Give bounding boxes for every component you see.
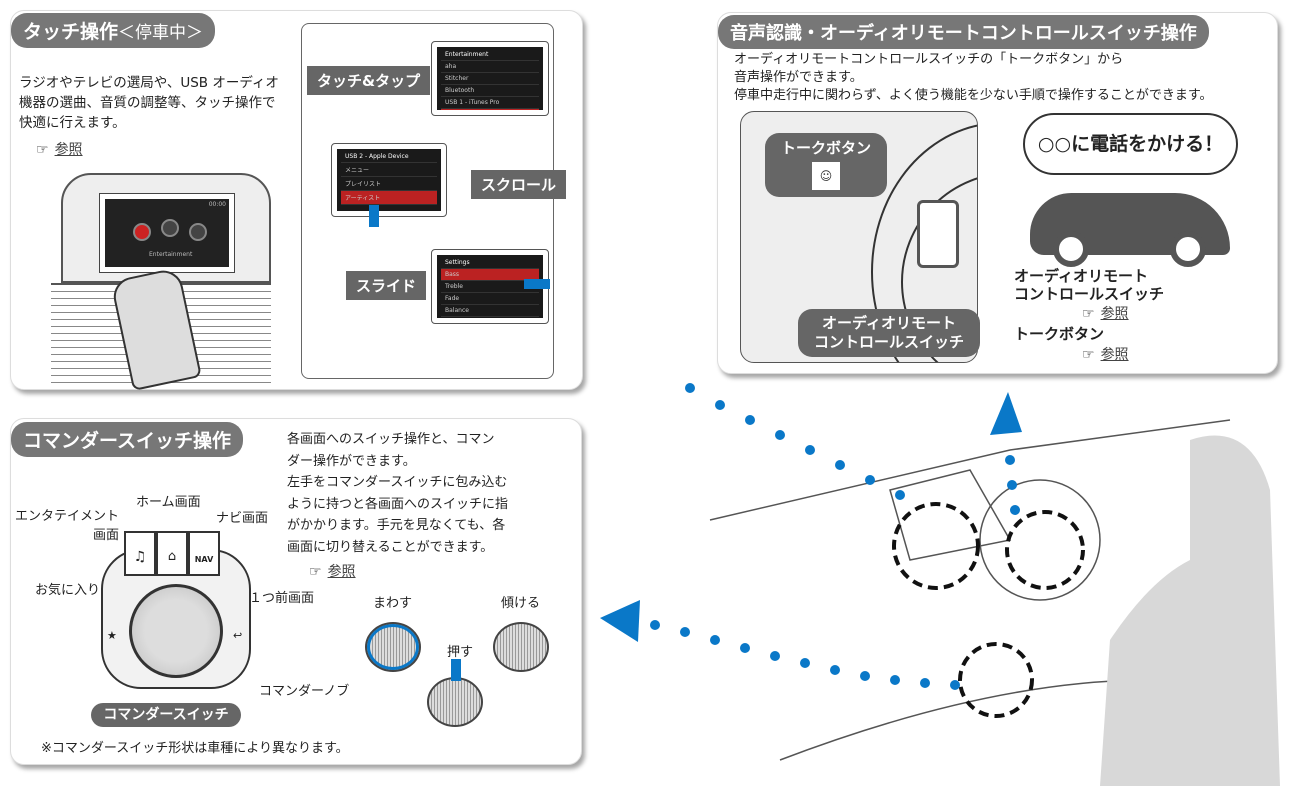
commander-panel: コマンダースイッチ操作 各画面へのスイッチ操作と、コマン ダー操作ができます。 …	[10, 418, 582, 765]
phone-app-icon[interactable]	[189, 223, 207, 241]
screen-header: USB 2 - Apple Device	[341, 151, 437, 163]
nav-app-icon[interactable]	[161, 219, 179, 237]
favorite-button-star-icon[interactable]: ★	[107, 629, 117, 642]
screen-list-item[interactable]: Bluetooth	[441, 85, 539, 97]
screen-list-item[interactable]: Bass	[441, 269, 539, 281]
steering-switch-highlight-circle	[1005, 510, 1085, 590]
screen-list-item[interactable]: USB 2 - Apple Device	[441, 109, 539, 110]
action-rotate: まわす	[373, 596, 413, 611]
knob-tilt-illustration	[493, 622, 549, 672]
dotted-arrow-to-touch	[685, 383, 905, 500]
screen-list-item[interactable]: USB 1 - iTunes Pro	[441, 97, 539, 109]
screen-list-item[interactable]: Treble	[441, 281, 539, 293]
callout-home: ホーム画面	[136, 495, 201, 510]
nav-button[interactable]: NAV	[188, 531, 220, 576]
action-tilt: 傾ける	[501, 596, 541, 611]
commander-title: コマンダースイッチ操作	[11, 422, 244, 457]
pointing-hand-icon: ☞	[309, 564, 322, 580]
commander-knob[interactable]	[129, 584, 223, 678]
back-button-icon[interactable]: ↩	[233, 629, 243, 642]
callout-knob: コマンダーノブ	[259, 684, 350, 699]
commander-switch-name: コマンダースイッチ	[91, 703, 241, 727]
pointing-hand-icon: ☞	[1082, 347, 1095, 363]
car-wheel-rear	[1170, 231, 1206, 267]
gesture-box	[301, 23, 554, 379]
callout-entertainment: エンタテイメント 画面	[15, 509, 120, 543]
callout-favorite: お気に入り	[35, 583, 101, 598]
action-push: 押す	[447, 645, 474, 660]
remote-switch-ref-link[interactable]: ☞参照	[1082, 306, 1129, 322]
pointing-hand-icon: ☞	[1082, 306, 1095, 322]
display-highlight-circle	[892, 502, 980, 590]
commander-note: ※コマンダースイッチ形状は車種により異なります。	[41, 741, 349, 756]
right-arrow-icon	[524, 279, 550, 289]
touch-description: ラジオやテレビの選局や、USB オーディオ 機器の選曲、音質の調整等、タッチ操作…	[19, 75, 279, 131]
knob-rotate-illustration	[365, 622, 421, 672]
remote-control-switch[interactable]	[917, 200, 959, 268]
commander-ref-link[interactable]: ☞参照	[309, 564, 356, 580]
slide-screen: SettingsBassTrebleFadeBalanceALC	[431, 249, 549, 324]
voice-refs: オーディオリモート コントロールスイッチ ☞参照 トークボタン ☞参照	[1014, 267, 1165, 363]
screen-list-item[interactable]: Fade	[441, 293, 539, 305]
speech-bubble: ○○に電話をかける！	[1023, 113, 1238, 175]
commander-highlight-circle	[958, 642, 1034, 718]
driver-illustration	[600, 383, 1280, 786]
screen-header: Settings	[441, 257, 539, 269]
home-button[interactable]: ⌂	[156, 531, 188, 576]
screen-list-item[interactable]: Balance	[441, 305, 539, 317]
talk-button-callout: トークボタン☺	[765, 133, 887, 197]
commander-description: 各画面へのスイッチ操作と、コマン ダー操作ができます。 左手をコマンダースイッチ…	[287, 432, 509, 555]
touch-ref-link[interactable]: ☞参照	[36, 142, 83, 158]
talk-button-icon[interactable]: ☺	[812, 162, 840, 190]
dash-screen: 00:00 Entertainment	[99, 193, 235, 273]
voice-panel: 音声認識・オーディオリモートコントロールスイッチ操作 オーディオリモートコントロ…	[717, 12, 1278, 374]
voice-description: オーディオリモートコントロールスイッチの「トークボタン」から 音声操作ができます…	[734, 52, 1213, 103]
screen-list-item[interactable]: ALC	[441, 317, 539, 318]
touch-panel: タッチ操作＜停車中＞ ラジオやテレビの選局や、USB オーディオ 機器の選曲、音…	[10, 10, 583, 392]
dotted-arrow-to-commander	[600, 600, 960, 690]
pointing-hand-icon: ☞	[36, 142, 49, 158]
callout-nav: ナビ画面	[216, 511, 269, 526]
callout-back: １つ前画面	[249, 591, 315, 606]
scroll-label: スクロール	[471, 170, 567, 199]
touch-title: タッチ操作＜停車中＞	[11, 13, 216, 48]
talk-button-ref-link[interactable]: ☞参照	[1082, 347, 1129, 363]
car-wheel-front	[1053, 231, 1089, 267]
screen-list-item[interactable]: Stitcher	[441, 73, 539, 85]
entertainment-button[interactable]: ♫	[124, 531, 156, 576]
dotted-arrow-to-voice	[990, 392, 1022, 515]
screen-list-item[interactable]: aha	[441, 61, 539, 73]
remote-switch-callout: オーディオリモート コントロールスイッチ	[798, 309, 980, 357]
tap-label: タッチ&タップ	[307, 66, 431, 95]
push-arrow-icon	[451, 659, 461, 681]
screen-list-item[interactable]: メニュー	[341, 163, 437, 177]
screen-header: Entertainment	[441, 49, 539, 61]
screen-list-item[interactable]: アーティスト	[341, 191, 437, 205]
screen-list-item[interactable]: プレイリスト	[341, 177, 437, 191]
down-arrow-icon	[369, 205, 379, 227]
dashboard-illustration: 00:00 Entertainment	[61, 173, 271, 283]
knob-push-illustration	[427, 677, 483, 727]
voice-title: 音声認識・オーディオリモートコントロールスイッチ操作	[718, 15, 1209, 49]
entertainment-app-icon[interactable]	[133, 223, 151, 241]
slide-label: スライド	[346, 271, 427, 300]
